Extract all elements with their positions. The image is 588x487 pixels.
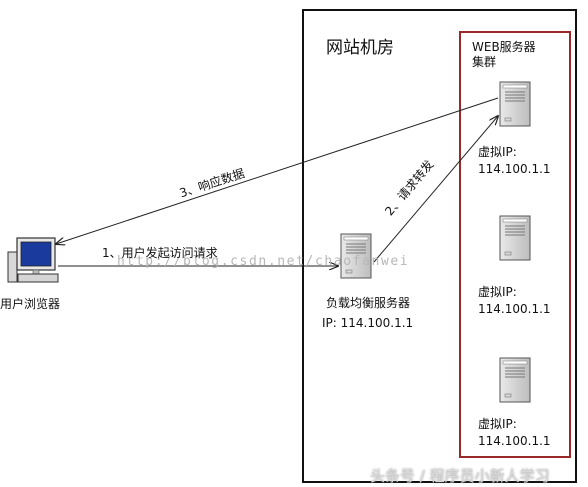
cluster-border: [459, 31, 571, 458]
url-watermark: http://blog.csdn.net/chaofanwei: [117, 254, 410, 269]
response-arrow: [56, 97, 499, 244]
web-server-icon: [499, 81, 531, 127]
room-title: 网站机房: [326, 38, 394, 58]
computer-icon: [7, 237, 59, 283]
server-1-ip: 114.100.1.1: [478, 162, 551, 176]
web-server-icon: [499, 215, 531, 261]
client-label: 用户浏览器: [0, 297, 61, 311]
cluster-title: WEB服务器 集群: [472, 40, 572, 70]
footer-watermark: 头条号 / 程序员小新人学习: [370, 467, 550, 485]
cluster-title-line2: 集群: [472, 55, 497, 69]
server-1-name: 虚拟IP:: [478, 145, 517, 159]
cluster-title-line1: WEB服务器: [472, 40, 536, 54]
forward-arrow: [373, 116, 498, 263]
server-2-ip: 114.100.1.1: [478, 302, 551, 316]
server-3-ip: 114.100.1.1: [478, 434, 551, 448]
server-2-name: 虚拟IP:: [478, 285, 517, 299]
server-3-name: 虚拟IP:: [478, 417, 517, 431]
web-server-icon: [499, 357, 531, 403]
room-border: [302, 9, 577, 483]
request-label: 1、用户发起访问请求: [102, 246, 218, 260]
load-balancer-ip: IP: 114.100.1.1: [322, 316, 414, 330]
load-balancer-label: 负载均衡服务器: [326, 296, 411, 310]
